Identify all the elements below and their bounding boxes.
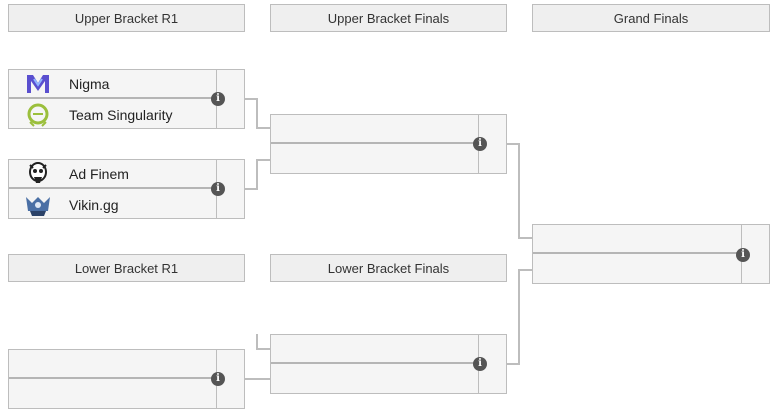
vikin-gg-logo-icon xyxy=(23,190,53,220)
match-slot-team1[interactable] xyxy=(271,335,479,364)
connector-line xyxy=(518,143,520,238)
info-icon[interactable]: i xyxy=(473,357,487,371)
connector-line xyxy=(518,269,520,365)
team-name: Nigma xyxy=(69,75,110,92)
match-slot-team1[interactable]: Ad Finem xyxy=(9,160,217,189)
header-upper-bracket-finals: Upper Bracket Finals xyxy=(270,4,507,32)
info-icon[interactable]: i xyxy=(473,137,487,151)
connector-line xyxy=(245,98,257,100)
info-icon[interactable]: i xyxy=(736,248,750,262)
match-slot-team1[interactable] xyxy=(271,115,479,144)
team-name: Team Singularity xyxy=(69,106,173,123)
ad-finem-logo-icon xyxy=(23,159,53,189)
connector-line xyxy=(245,188,257,190)
team-name: Ad Finem xyxy=(69,165,129,182)
match-slot-team2[interactable] xyxy=(271,365,479,394)
match-lb-r1[interactable]: i xyxy=(8,349,245,409)
info-icon[interactable]: i xyxy=(211,182,225,196)
connector-line xyxy=(256,98,258,128)
info-icon[interactable]: i xyxy=(211,372,225,386)
info-icon[interactable]: i xyxy=(211,92,225,106)
connector-line xyxy=(245,378,270,380)
team-singularity-logo-icon xyxy=(23,100,53,130)
match-slot-team2[interactable] xyxy=(533,255,742,284)
match-slot-team1[interactable] xyxy=(9,350,217,379)
match-lb-finals[interactable]: i xyxy=(270,334,507,394)
connector-line xyxy=(507,363,519,365)
match-ub-r1-1[interactable]: Nigma Team Singularity i xyxy=(8,69,245,129)
team-name: Vikin.gg xyxy=(69,196,119,213)
connector-line xyxy=(518,237,532,239)
header-lower-bracket-r1: Lower Bracket R1 xyxy=(8,254,245,282)
nigma-logo-icon xyxy=(23,69,53,99)
connector-line xyxy=(518,269,532,271)
match-slot-team1[interactable] xyxy=(533,225,742,254)
match-slot-team2[interactable]: Team Singularity xyxy=(9,100,217,129)
header-lower-bracket-finals: Lower Bracket Finals xyxy=(270,254,507,282)
match-slot-team2[interactable]: Vikin.gg xyxy=(9,190,217,219)
connector-line xyxy=(256,159,258,190)
match-ub-r1-2[interactable]: Ad Finem Vikin.gg i xyxy=(8,159,245,219)
match-grand-finals[interactable]: i xyxy=(532,224,770,284)
connector-line xyxy=(256,334,258,349)
match-slot-team2[interactable] xyxy=(9,380,217,409)
header-upper-bracket-r1: Upper Bracket R1 xyxy=(8,4,245,32)
match-ub-finals[interactable]: i xyxy=(270,114,507,174)
header-grand-finals: Grand Finals xyxy=(532,4,770,32)
connector-line xyxy=(256,348,270,350)
match-slot-team2[interactable] xyxy=(271,145,479,174)
connector-line xyxy=(256,159,270,161)
match-slot-team1[interactable]: Nigma xyxy=(9,70,217,99)
connector-line xyxy=(256,127,270,129)
connector-line xyxy=(507,143,519,145)
